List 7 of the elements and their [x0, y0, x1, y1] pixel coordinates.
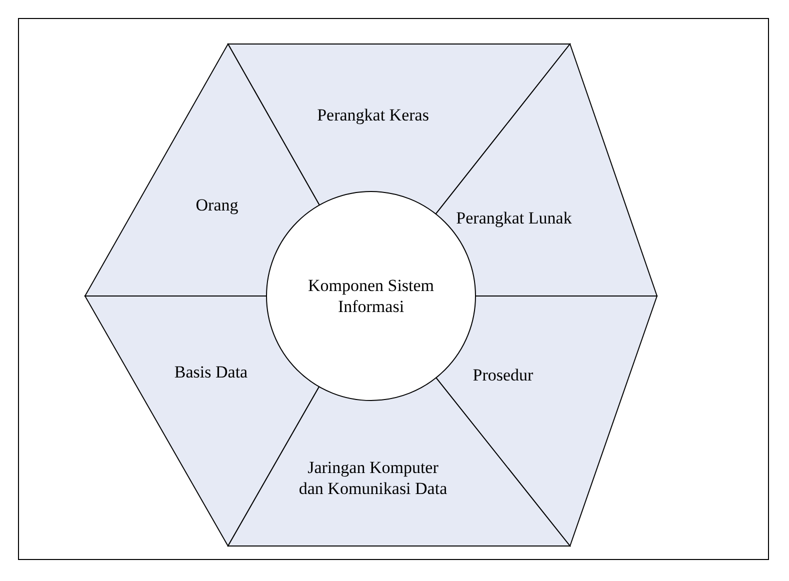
segment-label: Perangkat Lunak — [455, 208, 573, 228]
segment-label: Jaringan Komputer dan Komunikasi Data — [298, 457, 448, 499]
segment-label: Prosedur — [472, 364, 534, 386]
segment-label: Orang — [194, 194, 240, 216]
circle-label: Komponen Sistem Informasi — [306, 275, 436, 317]
segment-label: Perangkat Keras — [316, 104, 430, 126]
segment-label: Basis Data — [173, 362, 249, 382]
